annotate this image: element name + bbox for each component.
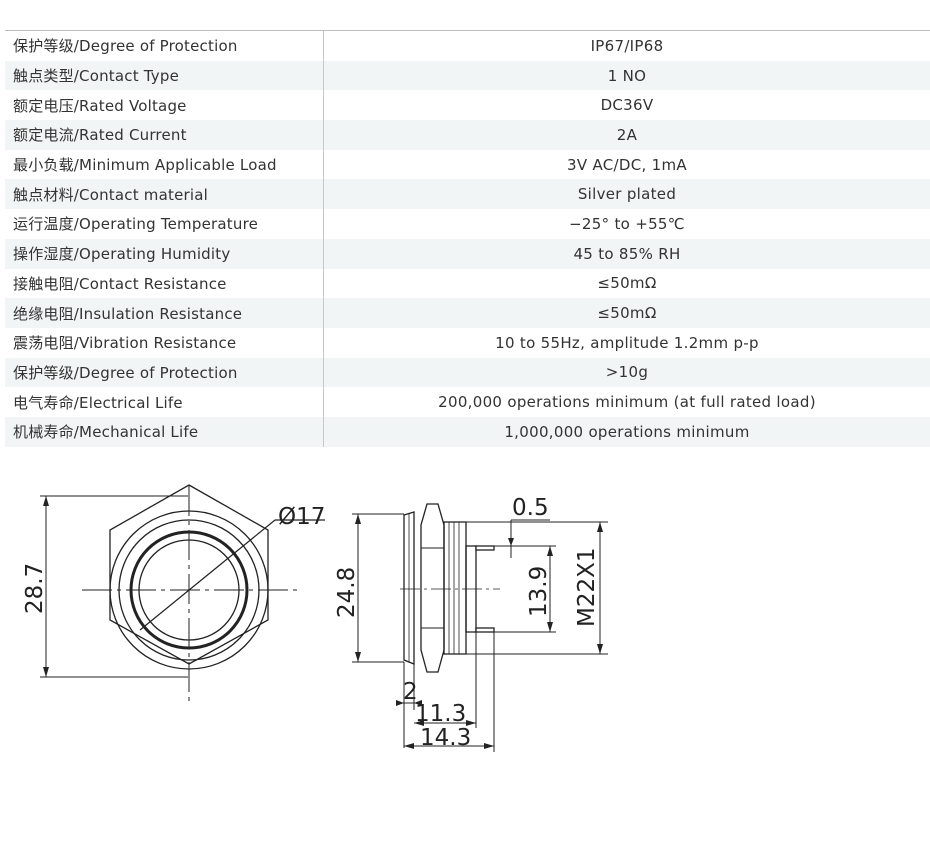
spec-value: IP67/IP68 [590, 36, 664, 55]
spec-value: 200,000 operations minimum (at full rate… [438, 393, 816, 412]
arrow-up-icon [597, 522, 603, 532]
spec-table: 保护等级/Degree of Protection IP67/IP68 触点类型… [5, 30, 930, 447]
dim-side-height: 24.8 [334, 567, 360, 618]
spec-row: 额定电压/Rated Voltage DC36V [5, 90, 930, 121]
spec-name: 震荡电阻/Vibration Resistance [5, 327, 324, 358]
spec-value: 45 to 85% RH [573, 244, 681, 263]
arrow-up-icon [547, 546, 553, 556]
arrow-left-icon [414, 720, 424, 726]
arrow-right-icon [396, 700, 404, 706]
dim-offset: 0.5 [512, 495, 549, 521]
spec-row: 机械寿命/Mechanical Life 1,000,000 operation… [5, 416, 930, 447]
spec-name: 电气寿命/Electrical Life [5, 387, 324, 417]
spec-row: 保护等级/Degree of Protection >10g [5, 357, 930, 388]
dim-body: 13.9 [526, 566, 552, 617]
spec-value: ≤50mΩ [597, 274, 657, 293]
spec-name: 操作湿度/Operating Humidity [5, 238, 324, 269]
spec-name: 额定电压/Rated Voltage [5, 90, 324, 121]
arrow-left-icon [404, 743, 414, 749]
spec-value: 3V AC/DC, 1mA [567, 155, 687, 174]
dim-len-inner: 11.3 [415, 701, 466, 727]
spec-name: 触点类型/Contact Type [5, 60, 324, 91]
spec-row: 额定电流/Rated Current 2A [5, 120, 930, 150]
arrow-down-icon [43, 667, 49, 677]
dim-thread: M22X1 [574, 547, 600, 627]
spec-row: 震荡电阻/Vibration Resistance 10 to 55Hz, am… [5, 327, 930, 358]
spec-value: >10g [605, 363, 649, 382]
spec-value: 2A [616, 125, 638, 144]
arrow-right-icon [484, 743, 494, 749]
spec-row: 触点材料/Contact material Silver plated [5, 179, 930, 210]
spec-name: 保护等级/Degree of Protection [5, 31, 324, 61]
hex-nut-side [420, 503, 445, 673]
terminal-pin-top [475, 545, 495, 551]
spec-row: 接触电阻/Contact Resistance ≤50mΩ [5, 268, 930, 299]
front-view [40, 484, 325, 702]
threaded-body [443, 521, 467, 655]
spec-row: 操作湿度/Operating Humidity 45 to 85% RH [5, 238, 930, 269]
terminal-pin-bottom [475, 627, 495, 633]
spec-row: 保护等级/Degree of Protection IP67/IP68 [5, 31, 930, 61]
spec-row: 运行温度/Operating Temperature −25° to +55℃ [5, 209, 930, 239]
spec-value: 10 to 55Hz, amplitude 1.2mm p-p [495, 333, 759, 352]
spec-value: −25° to +55℃ [569, 214, 685, 233]
dim-height: 28.7 [22, 563, 48, 614]
arrow-up-icon [43, 496, 49, 506]
spec-name: 机械寿命/Mechanical Life [5, 416, 324, 447]
arrow-down-icon [547, 622, 553, 632]
dim-head: 2 [403, 679, 418, 705]
diameter-leader [139, 519, 276, 631]
arrow-down-icon [597, 644, 603, 654]
arrow-right-icon [466, 720, 476, 726]
spec-name: 触点材料/Contact material [5, 179, 324, 210]
spec-row: 触点类型/Contact Type 1 NO [5, 60, 930, 91]
arrow-up-icon [355, 514, 361, 524]
dim-diameter: Ø17 [278, 504, 325, 530]
arrow-down-icon [508, 538, 514, 546]
spec-value: 1 NO [607, 66, 647, 85]
spec-value: DC36V [600, 96, 654, 115]
side-view [352, 503, 608, 752]
spec-row: 绝缘电阻/Insulation Resistance ≤50mΩ [5, 298, 930, 328]
arrow-left-icon [414, 700, 422, 706]
spec-name: 额定电流/Rated Current [5, 120, 324, 150]
dim-len-outer: 14.3 [420, 725, 471, 751]
spec-name: 绝缘电阻/Insulation Resistance [5, 298, 324, 328]
spec-value: 1,000,000 operations minimum [504, 422, 750, 441]
spec-name: 保护等级/Degree of Protection [5, 357, 324, 388]
spec-value: Silver plated [577, 185, 677, 204]
spec-value: ≤50mΩ [597, 304, 657, 323]
spec-row: 电气寿命/Electrical Life 200,000 operations … [5, 387, 930, 417]
spec-name: 最小负载/Minimum Applicable Load [5, 149, 324, 180]
spec-name: 接触电阻/Contact Resistance [5, 268, 324, 299]
arrow-down-icon [355, 652, 361, 662]
technical-drawing: Ø17 28.7 [22, 484, 608, 752]
spec-name: 运行温度/Operating Temperature [5, 209, 324, 239]
spec-row: 最小负载/Minimum Applicable Load 3V AC/DC, 1… [5, 149, 930, 180]
